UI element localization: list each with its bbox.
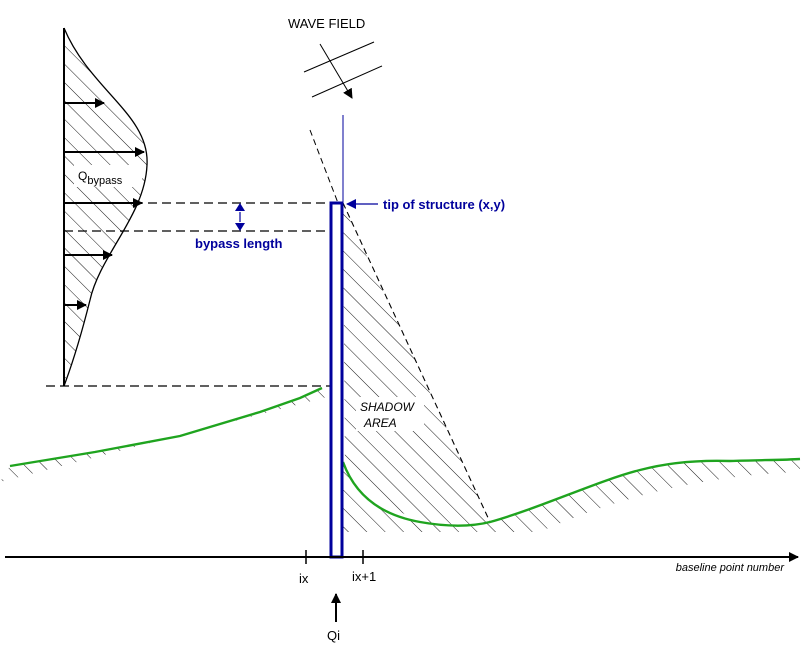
wave-ray-dashed bbox=[309, 129, 339, 204]
tick-label-ix-plus-1: ix+1 bbox=[352, 569, 376, 584]
wave-field-symbol bbox=[303, 41, 383, 99]
q-bypass-label: Qbypass bbox=[78, 169, 123, 187]
bypass-distribution-curve bbox=[63, 27, 148, 387]
bypass-length-label: bypass length bbox=[195, 236, 282, 251]
shadow-boundary bbox=[342, 202, 491, 523]
shadow-area-label-2: AREA bbox=[363, 416, 397, 430]
shadow-area-hatch bbox=[343, 205, 490, 526]
coastline-right bbox=[341, 457, 801, 532]
baseline-axis-label: baseline point number bbox=[676, 562, 786, 574]
wave-field-label: WAVE FIELD bbox=[288, 16, 365, 31]
tick-label-ix: ix bbox=[299, 571, 309, 586]
coastline-left bbox=[0, 386, 331, 482]
bypass-length-dimension bbox=[235, 203, 245, 231]
shadow-area-label-1: SHADOW bbox=[360, 400, 416, 414]
bypass-distribution bbox=[63, 27, 148, 387]
bypass-distribution-area bbox=[64, 28, 148, 386]
qi-label: Qi bbox=[327, 628, 340, 643]
tip-of-structure-label: tip of structure (x,y) bbox=[383, 197, 505, 212]
structure-groyne bbox=[329, 201, 344, 559]
